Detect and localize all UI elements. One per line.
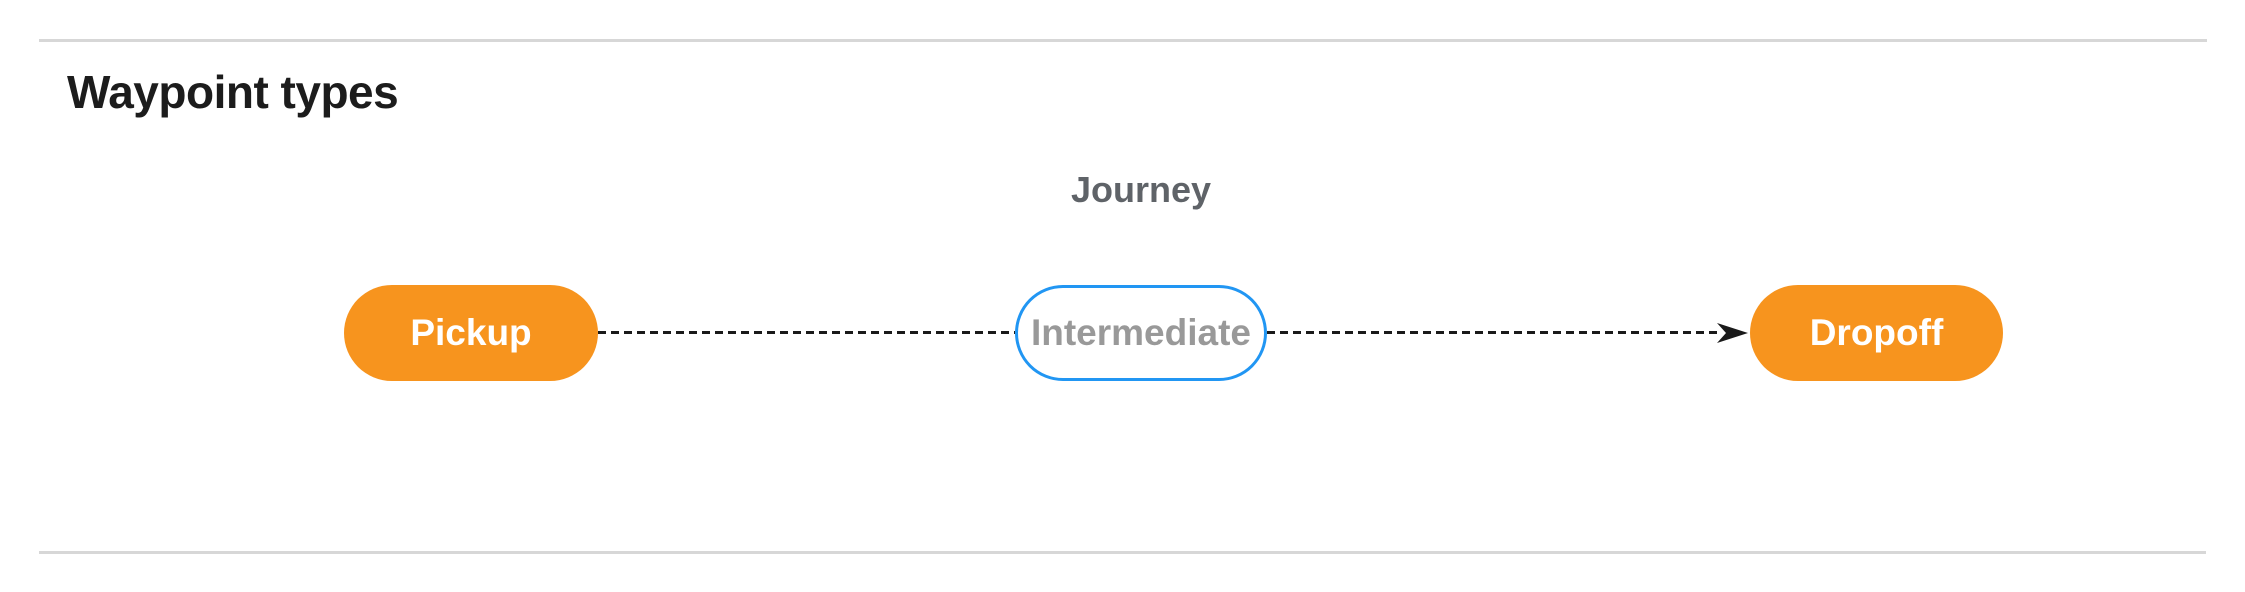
edge-pickup-to-intermediate [598,331,1015,334]
bottom-divider [39,551,2206,554]
intermediate-node-label: Intermediate [1030,312,1251,353]
journey-group-label: Journey [1070,169,1212,210]
pickup-node-label: Pickup [410,312,532,353]
arrowhead-icon [1717,322,1749,344]
dropoff-node: Dropoff [1750,285,2003,381]
pickup-node: Pickup [344,285,598,381]
section-heading: Waypoint types [67,66,399,118]
top-divider [39,39,2207,42]
edge-intermediate-to-dropoff [1267,331,1722,334]
dropoff-node-label: Dropoff [1809,312,1944,353]
intermediate-node: Intermediate [1015,285,1267,381]
